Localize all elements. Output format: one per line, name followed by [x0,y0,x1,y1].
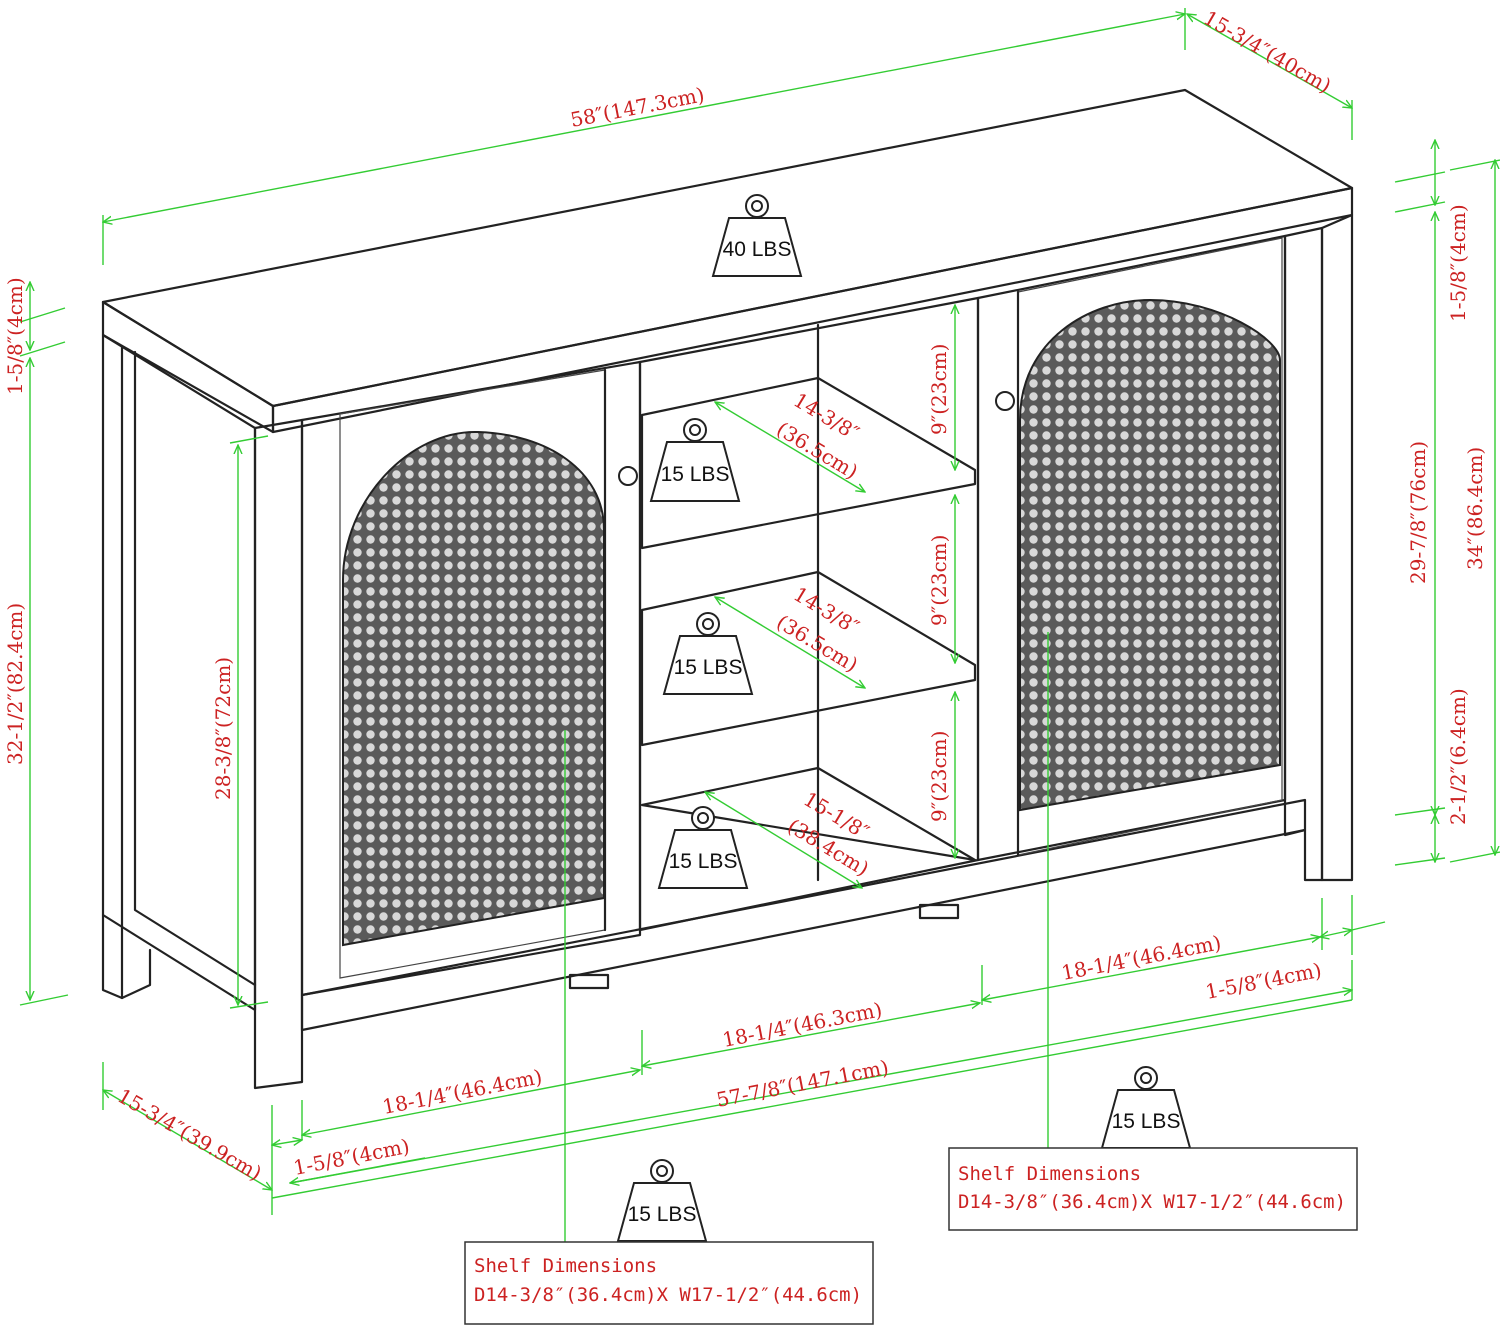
label-bottom-left-leg: 1-5/8″(4cm) [291,1134,411,1180]
shelf-box-left-title: Shelf Dimensions [474,1255,657,1277]
weight-label-shelf-3: 15 LBS [669,850,738,873]
dim-line-top-width [103,14,1185,222]
shelf-box-right-spec: D14-3/8″(36.4cm)X W17-1/2″(44.6cm) [958,1191,1346,1213]
label-shelf-gap-2: 9″(23cm) [927,535,951,626]
weight-label-top: 40 LBS [723,238,792,261]
weight-icon-shelf-3: 15 LBS [657,806,749,889]
label-bottom-right-section: 18-1/4″(46.4cm) [1059,930,1223,985]
ext-line [1394,201,1446,213]
front-left-leg [253,418,304,1090]
weight-icon-right-cabinet: 15 LBS [1100,1066,1192,1149]
front-right-leg [1283,226,1324,882]
right-side-leg [1320,213,1354,882]
shelf-box-left-spec: D14-3/8″(36.4cm)X W17-1/2″(44.6cm) [474,1284,862,1306]
left-door-frame [300,360,642,997]
label-right-body-height: 29-7/8″(76cm) [1406,441,1430,584]
weight-icon-shelf-2: 15 LBS [662,612,754,695]
right-door-cane-panel [1019,298,1281,812]
ext-line [19,994,69,1006]
ext-line [229,1001,269,1009]
weight-label-left-cabinet: 15 LBS [628,1203,697,1226]
weight-label-right-cabinet: 15 LBS [1112,1110,1181,1133]
label-right-top-thickness: 1-5/8″(4cm) [1446,204,1470,322]
dim-line-shelf-depth-2 [715,597,865,688]
dim-line-shelf-depth-1 [715,402,865,492]
ext-line [229,435,269,444]
label-left-top-thickness: 1-5/8″(4cm) [3,277,27,395]
middle-shelf-1 [640,376,977,550]
left-back-foot [101,913,152,1000]
dim-line-bottom-depth [103,1090,272,1190]
label-door-height: 28-3/8″(72cm) [211,657,235,800]
weight-icon-shelf-1: 15 LBS [649,418,741,502]
ext-line [271,999,1353,1199]
left-door-knob [618,466,638,486]
left-door-cane-panel [342,430,605,947]
shelf-box-right-title: Shelf Dimensions [958,1163,1141,1185]
weight-label-shelf-2: 15 LBS [674,656,743,679]
label-shelf-gap-3: 9″(23cm) [927,731,951,822]
right-door-knob [995,391,1015,411]
shelf-dimensions-box-left: Shelf Dimensions D14-3/8″(36.4cm)X W17-1… [464,1241,874,1325]
dim-line-shelf-depth-3 [705,792,862,888]
ext-line [1394,857,1446,866]
dim-line-bottom-right-leg [1320,930,1352,937]
weight-icon-top: 40 LBS [711,194,803,277]
label-bottom-inner-width: 57-7/8″(147.1cm) [714,1055,890,1112]
center-foot-left [568,973,610,990]
top-left-edge [101,300,275,434]
label-bottom-left-section: 18-1/4″(46.4cm) [380,1064,544,1119]
middle-shelf-2 [640,570,977,747]
ext-line [1449,851,1500,863]
console-drawing [101,88,1354,1090]
weight-icon-left-cabinet: 15 LBS [616,1159,708,1242]
dim-line-bottom-inner-width [290,990,1352,1183]
label-bottom-middle-section: 18-1/4″(46.3cm) [720,997,884,1052]
dimension-lines [19,8,1500,1242]
label-right-total-height: 34″(86.4cm) [1463,447,1487,570]
ext-line [19,307,66,323]
label-left-total-height: 32-1/2″(82.4cm) [3,603,27,765]
ext-line [19,341,66,357]
shelf-dimensions-box-right: Shelf Dimensions D14-3/8″(36.4cm)X W17-1… [948,1147,1358,1231]
label-top-depth: 15-3/4″(40cm) [1200,6,1336,98]
label-right-leg-height: 2-1/2″(6.4cm) [1446,688,1470,825]
left-side-inner-edge [133,350,257,987]
dim-line-bottom-left-leg [272,1140,302,1145]
ext-line [1394,171,1446,183]
label-top-width: 58″(147.3cm) [568,82,706,132]
ext-line [289,1157,426,1184]
dim-line-top-depth [1187,14,1352,108]
ext-line [1449,159,1500,171]
center-foot-right [918,903,960,920]
label-shelf-gap-1: 9″(23cm) [927,344,951,435]
ext-line [1351,921,1386,931]
ext-line [1394,807,1446,816]
label-bottom-depth: 15-3/4″(39.9cm) [114,1084,266,1186]
weight-label-shelf-1: 15 LBS [661,463,730,486]
label-bottom-right-leg: 1-5/8″(4cm) [1203,958,1323,1004]
